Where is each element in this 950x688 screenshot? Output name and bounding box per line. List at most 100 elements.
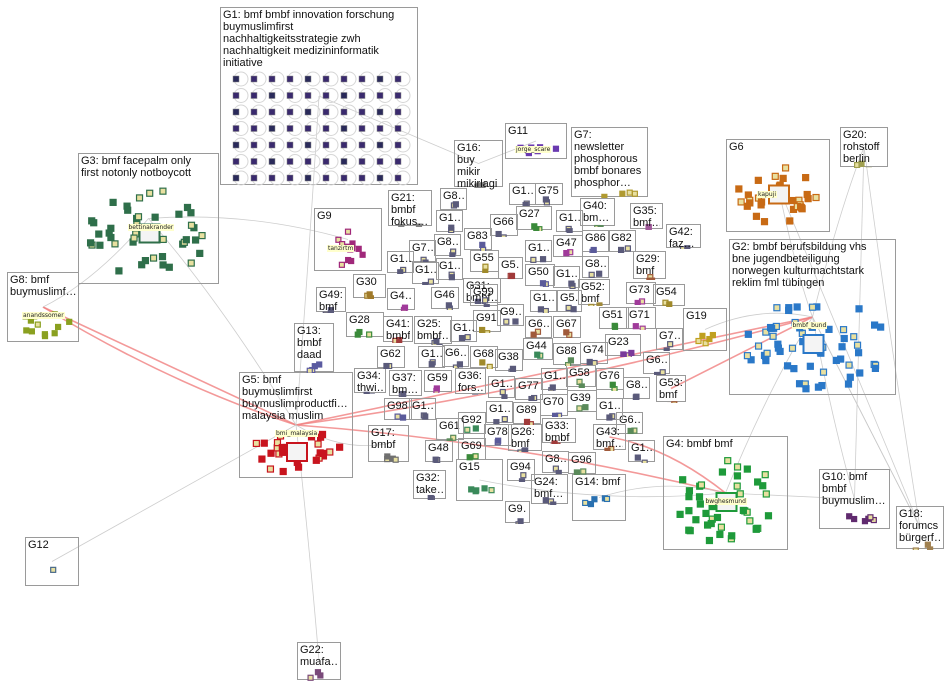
group-box-g86[interactable]: G86 — [582, 230, 610, 253]
group-box-g58[interactable]: G58 — [566, 365, 596, 388]
group-box-g76[interactable]: G76 — [596, 368, 624, 391]
group-box-g37[interactable]: G37: bm… — [389, 370, 422, 397]
group-box-g20[interactable]: G20: rohstoff berlin — [840, 127, 888, 168]
group-box-g14[interactable]: G14: bmf — [572, 474, 626, 521]
group-box-g88[interactable]: G88 — [553, 343, 581, 366]
group-box-g1e[interactable]: G1… — [436, 258, 463, 281]
group-box-g38[interactable]: G38 — [495, 349, 523, 372]
group-box-g36[interactable]: G36: fors… — [455, 368, 486, 395]
group-box-g1f[interactable]: G1… — [525, 240, 552, 263]
group-box-g48[interactable]: G48 — [425, 440, 453, 463]
group-box-g21[interactable]: G21: bmbf fokus… — [388, 190, 432, 228]
group-box-g77[interactable]: G77 — [515, 378, 543, 401]
group-box-g7[interactable]: G7: newsletter phosphorous bmbf bonares … — [571, 127, 648, 198]
group-box-g28[interactable]: G28 — [346, 312, 384, 338]
group-box-g98[interactable]: G98 — [384, 398, 412, 421]
group-box-g22[interactable]: G22: muafa… — [297, 642, 341, 681]
group-box-g1d[interactable]: G1… — [412, 262, 439, 285]
group-box-g47[interactable]: G47 — [553, 235, 583, 257]
group-box-g74[interactable]: G74 — [580, 342, 608, 365]
group-box-g1[interactable]: G1: bmf bmbf innovation forschung buymus… — [220, 7, 418, 186]
group-box-g61[interactable]: G61 — [436, 418, 464, 441]
group-box-g18[interactable]: G18: forumcs bürgerf… — [896, 506, 944, 550]
group-box-g3[interactable]: G3: bmf facepalm only first notonly notb… — [78, 153, 219, 284]
group-box-g59[interactable]: G59 — [424, 370, 452, 393]
group-box-g1j[interactable]: G1… — [418, 346, 445, 368]
group-box-g75[interactable]: G75 — [535, 183, 563, 206]
group-box-g82[interactable]: G82 — [608, 230, 636, 253]
group-box-g24[interactable]: G24: bmf… — [531, 474, 568, 505]
group-box-g53[interactable]: G53: bmf — [656, 375, 686, 403]
group-box-g5b[interactable]: G5… — [498, 257, 523, 280]
group-box-g2[interactable]: G2: bmbf berufsbildung vhs bne jugendbet… — [729, 239, 896, 395]
group-box-g40[interactable]: G40: bm… — [580, 198, 615, 227]
group-box-g71[interactable]: G71 — [626, 307, 656, 330]
group-box-g27[interactable]: G27 — [516, 206, 552, 231]
group-box-g66[interactable]: G66 — [490, 214, 518, 237]
group-box-g1p[interactable]: G1… — [628, 440, 655, 463]
group-box-g1i[interactable]: G1… — [450, 320, 477, 342]
group-box-g9b[interactable]: G9… — [505, 501, 530, 524]
group-box-g96[interactable]: G96 — [568, 452, 596, 475]
group-box-g89[interactable]: G89 — [513, 402, 541, 425]
group-box-g7b[interactable]: G7… — [656, 328, 683, 351]
group-box-g67[interactable]: G67 — [553, 316, 581, 338]
group-box-g29[interactable]: G29: bmf — [633, 251, 666, 280]
group-box-g15[interactable]: G15 — [456, 459, 503, 501]
group-box-g35[interactable]: G35: bmf… — [630, 203, 663, 230]
group-box-g69[interactable]: G69 — [458, 438, 486, 461]
group-box-g9c[interactable]: G9… — [497, 304, 524, 326]
group-box-g8d[interactable]: G8… — [582, 256, 609, 278]
group-box-g16[interactable]: G16: buy mikir mikirlagi — [454, 140, 503, 190]
group-box-g6b[interactable]: G6… — [442, 345, 469, 368]
group-box-g83[interactable]: G83 — [464, 228, 492, 251]
group-box-g26[interactable]: G26: bmf — [508, 424, 542, 452]
group-box-g1h[interactable]: G1… — [530, 290, 557, 313]
group-box-g46[interactable]: G46 — [431, 287, 459, 310]
group-box-g8[interactable]: G8: bmf buymuslimf…anandssomer — [7, 272, 79, 342]
group-box-g62[interactable]: G62 — [377, 346, 405, 369]
group-box-g34[interactable]: G34: thwi… — [354, 368, 386, 394]
group-box-g70[interactable]: G70 — [540, 394, 568, 417]
group-box-g1l[interactable]: G1… — [409, 398, 436, 420]
group-box-g1g[interactable]: G1… — [553, 266, 580, 289]
group-box-g32[interactable]: G32: take… — [413, 470, 446, 500]
group-box-g8b[interactable]: G8… — [434, 234, 461, 257]
group-box-g12[interactable]: G12 — [25, 537, 79, 586]
group-box-g39[interactable]: G39 — [567, 390, 597, 412]
group-box-g8c[interactable]: G8… — [542, 451, 569, 474]
group-box-g1n[interactable]: G1… — [541, 368, 568, 391]
group-box-g55[interactable]: G55 — [470, 250, 499, 273]
group-box-g10[interactable]: G10: bmf bmbf buymuslim… — [819, 469, 890, 529]
group-box-g19[interactable]: G19 — [683, 308, 727, 351]
group-box-g6d[interactable]: G6… — [643, 352, 670, 375]
group-box-g23[interactable]: G23 — [605, 334, 641, 357]
group-box-g1k[interactable]: G1… — [488, 376, 515, 399]
group-box-g8e[interactable]: G8… — [623, 377, 650, 400]
group-box-g73[interactable]: G73 — [626, 282, 656, 305]
group-box-g5[interactable]: G5: bmf buymuslimfirst buymuslimproductf… — [239, 372, 353, 478]
group-box-g1q[interactable]: G1… — [556, 210, 583, 233]
group-box-g68[interactable]: G68 — [470, 346, 498, 369]
group-box-g1m[interactable]: G1… — [486, 401, 513, 424]
group-box-g5c[interactable]: G5… — [557, 290, 582, 313]
group-box-g50[interactable]: G50 — [525, 264, 555, 287]
group-box-g13[interactable]: G13: bmbf daad — [294, 323, 334, 373]
group-box-g54[interactable]: G54 — [653, 284, 685, 307]
group-box-g42[interactable]: G42: faz… — [666, 224, 701, 250]
group-box-g99[interactable]: G99 — [470, 284, 498, 307]
group-box-g1b[interactable]: G1… — [436, 210, 463, 233]
group-box-g1a[interactable]: G1… — [509, 183, 536, 206]
group-box-g33[interactable]: G33: bmbf — [542, 418, 576, 444]
group-box-g30[interactable]: G30 — [353, 274, 386, 299]
group-box-g51[interactable]: G51 — [599, 307, 629, 330]
group-box-g6a[interactable]: G6… — [525, 316, 552, 338]
group-box-g43[interactable]: G43: bmf… — [593, 424, 626, 451]
group-box-g1c[interactable]: G1… — [387, 251, 414, 274]
group-box-g91[interactable]: G91 — [473, 310, 501, 333]
group-box-g78[interactable]: G78 — [484, 424, 512, 446]
